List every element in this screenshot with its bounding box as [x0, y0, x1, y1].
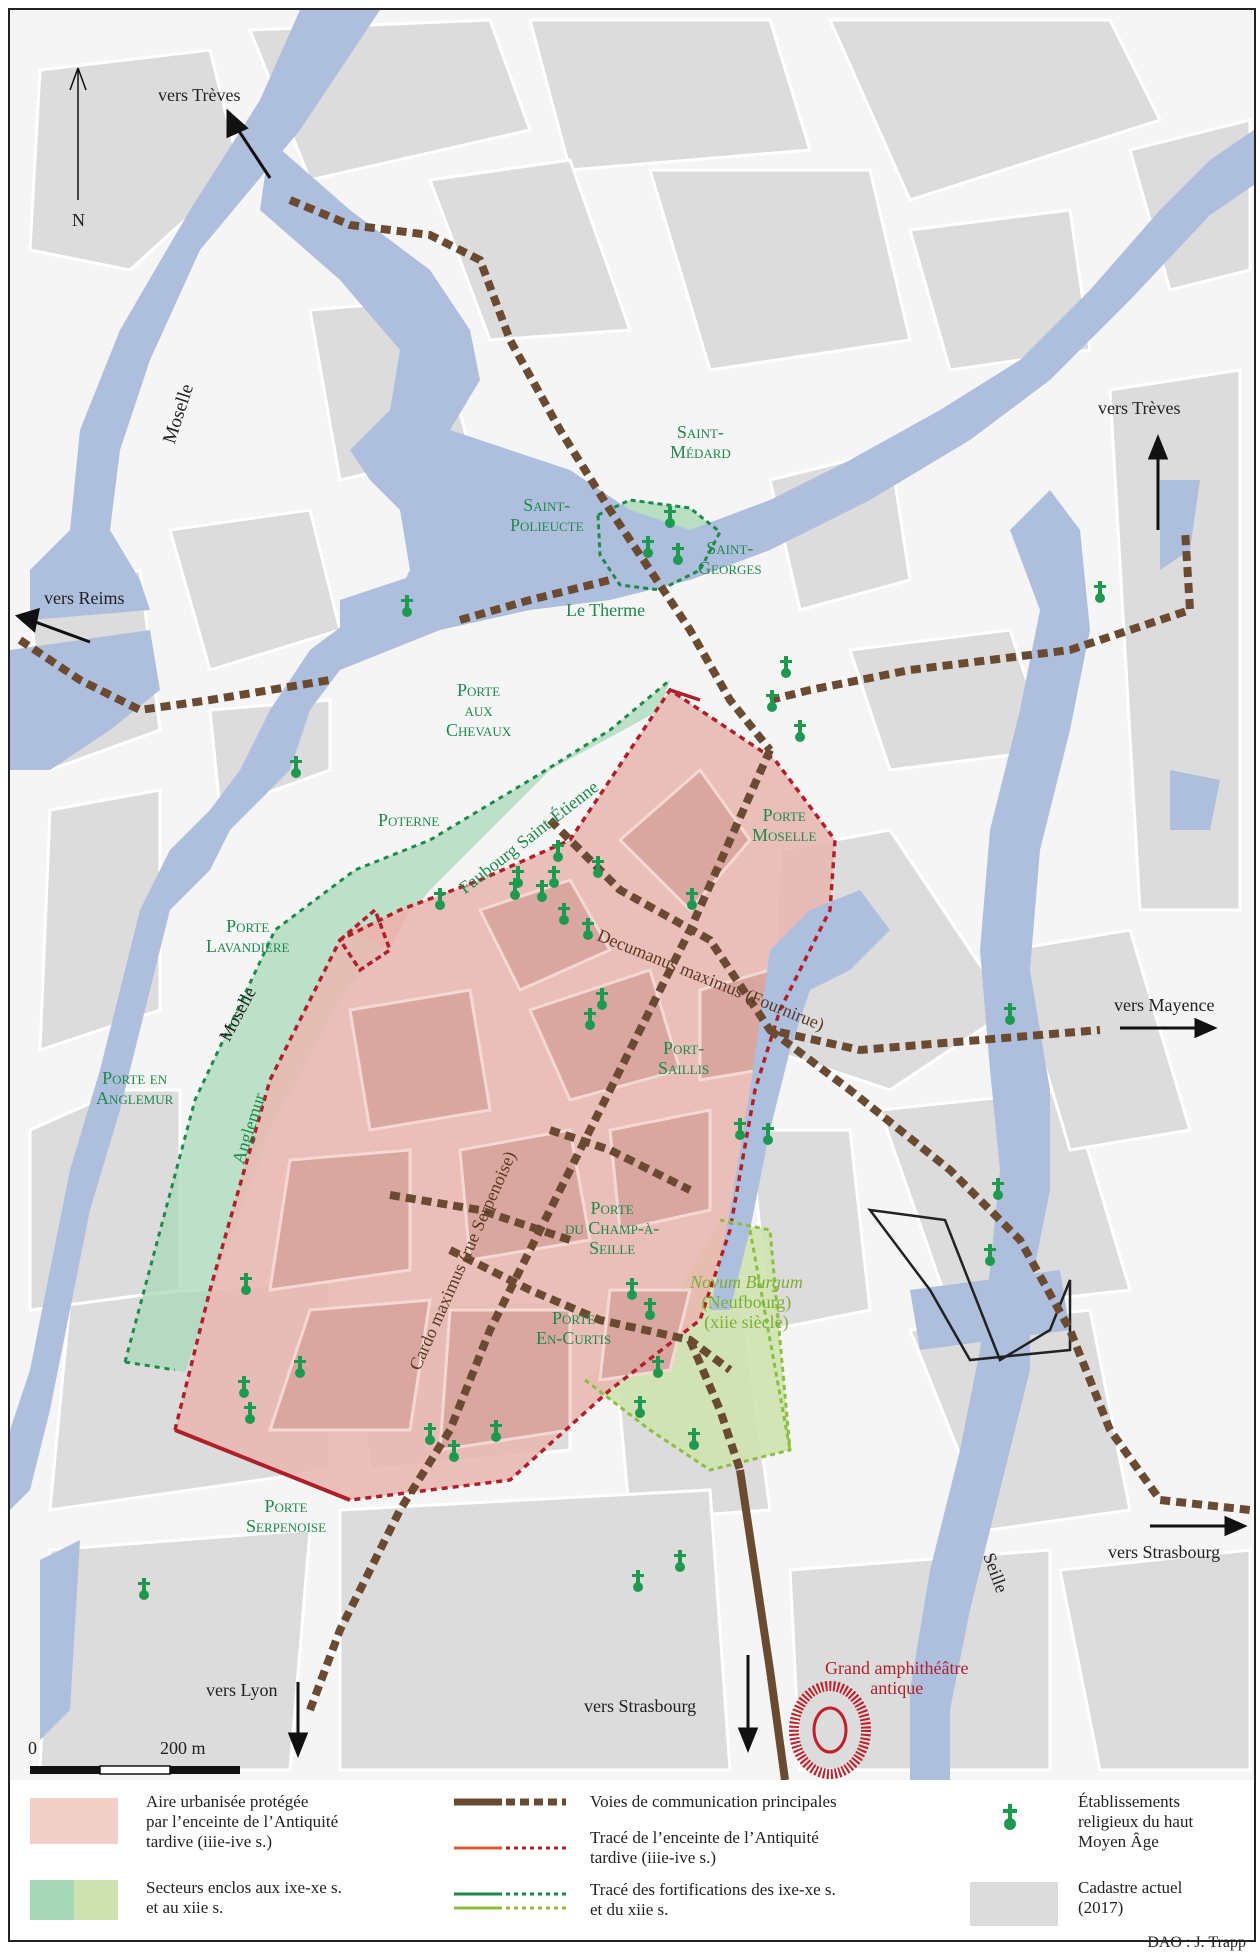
religious-cross-icon — [652, 1356, 664, 1378]
label-saint-georges: Saint-Georges — [698, 538, 762, 578]
label-saint-medard: Saint-Médard — [670, 422, 731, 462]
legend-cadastre: Cadastre actuel(2017) — [1078, 1878, 1183, 1917]
religious-cross-icon — [1004, 1003, 1016, 1025]
religious-cross-icon — [766, 690, 778, 712]
religious-cross-icon — [688, 1428, 700, 1450]
religious-cross-icon — [992, 1178, 1004, 1200]
legend-line-swatches — [454, 1798, 566, 1910]
religious-cross-icon — [794, 720, 806, 742]
religious-cross-icon — [448, 1440, 460, 1462]
amphitheatre-icon — [789, 1681, 871, 1779]
fortification-lines — [123, 498, 792, 1472]
scale-bar — [30, 1765, 240, 1775]
roads — [17, 196, 1251, 1712]
religious-cross-icon — [290, 756, 302, 778]
religious-cross-icon — [424, 1423, 436, 1445]
legend-cross-icon — [1003, 1804, 1017, 1830]
religious-cross-icon — [548, 866, 560, 888]
legend-swatch-green — [30, 1880, 74, 1920]
religious-cross-icon — [734, 1118, 746, 1140]
religious-cross-icon — [984, 1244, 996, 1266]
religious-markers — [138, 506, 1106, 1600]
religious-cross-icon — [780, 656, 792, 678]
religious-cross-icon — [674, 1550, 686, 1572]
religious-cross-icon — [664, 506, 676, 528]
religious-cross-icon — [238, 1376, 250, 1398]
religious-cross-icon — [536, 880, 548, 902]
religious-cross-icon — [644, 1298, 656, 1320]
direction-arrows — [14, 108, 1248, 1759]
road-strasbourg — [736, 1469, 789, 1780]
label-vers-strasbourg-e: vers Strasbourg — [1108, 1542, 1221, 1562]
black-contour — [867, 1208, 1072, 1362]
scale-zero: 0 — [28, 1738, 37, 1758]
label-le-therme: Le Therme — [566, 600, 646, 620]
map-canvas — [10, 10, 1254, 1780]
antique-parcels — [267, 767, 772, 1452]
legend-swatch-cadastre — [970, 1882, 1058, 1926]
religious-cross-icon — [592, 856, 604, 878]
religious-cross-icon — [672, 543, 684, 565]
label-saint-polieucte: Saint-Polieucte — [510, 495, 584, 535]
religious-cross-icon — [1094, 581, 1106, 603]
north-arrow-icon — [69, 67, 87, 200]
religious-cross-icon — [634, 1396, 646, 1418]
religious-cross-icon — [632, 1570, 644, 1592]
legend-roads: Voies de communication principales — [590, 1792, 837, 1811]
north-label: N — [72, 210, 85, 230]
religious-cross-icon — [596, 988, 608, 1010]
religious-cross-icon — [552, 840, 564, 862]
religious-cross-icon — [401, 595, 413, 617]
map: N vers Trèves vers Trèves vers Reims ver… — [8, 8, 1256, 1782]
label-poterne: Poterne — [378, 810, 440, 830]
religious-cross-icon — [762, 1123, 774, 1145]
water — [10, 10, 1254, 1780]
legend-swatch-antique-area — [30, 1798, 118, 1844]
label-vers-lyon: vers Lyon — [206, 1680, 278, 1700]
label-vers-treves-ne: vers Trèves — [1098, 398, 1181, 418]
religious-cross-icon — [686, 888, 698, 910]
religious-cross-icon — [244, 1402, 256, 1424]
label-vers-reims: vers Reims — [44, 588, 125, 608]
legend-fortifications: Tracé des fortifications des ixe-xe s.et… — [590, 1880, 836, 1919]
religious-cross-icon — [626, 1278, 638, 1300]
religious-cross-icon — [490, 1420, 502, 1442]
label-vers-strasbourg-s: vers Strasbourg — [584, 1696, 697, 1716]
label-novum-burgum: Novum Burgum(Neufbourg)(xiie siècle) — [690, 1272, 803, 1332]
religious-cross-icon — [512, 866, 524, 888]
religious-cross-icon — [240, 1273, 252, 1295]
label-vers-treves-nw: vers Trèves — [158, 85, 241, 105]
religious-cross-icon — [434, 888, 446, 910]
religious-cross-icon — [582, 918, 594, 940]
enceinte-line — [173, 687, 837, 1502]
credit: DAO : J. Trapp — [1147, 1934, 1246, 1951]
religious-cross-icon — [294, 1356, 306, 1378]
scale-label: 200 m — [160, 1738, 206, 1758]
label-vers-mayence: vers Mayence — [1114, 995, 1215, 1015]
legend-sectors: Secteurs enclos aux ixe-xe s.et au xiie … — [146, 1878, 342, 1917]
religious-cross-icon — [584, 1008, 596, 1030]
legend-swatch-lightgreen — [74, 1880, 118, 1920]
religious-cross-icon — [138, 1578, 150, 1600]
religious-cross-icon — [558, 903, 570, 925]
religious-cross-icon — [642, 536, 654, 558]
label-port-saillis: Port-Saillis — [658, 1038, 710, 1078]
